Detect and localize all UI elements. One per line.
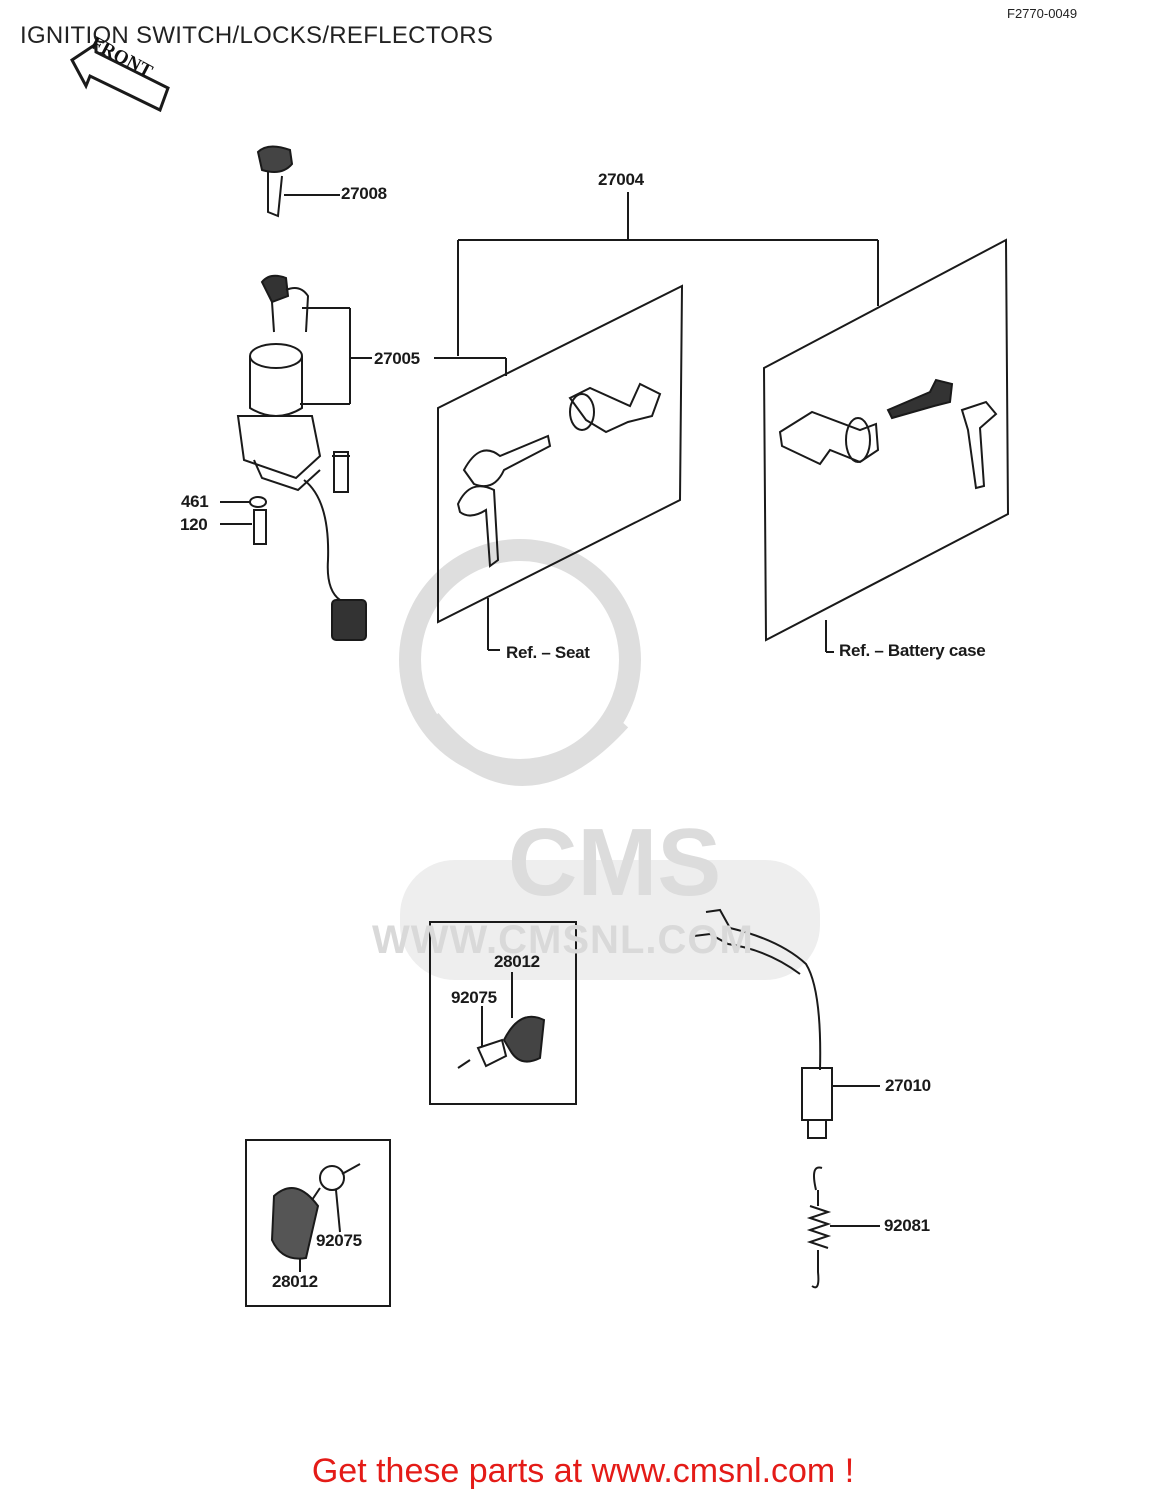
callout-27005[interactable]: 27005 xyxy=(374,349,420,368)
watermark-url: WWW.CMSNL.COM xyxy=(372,918,754,962)
ref-seat: Ref. – Seat xyxy=(506,643,590,662)
page-title: IGNITION SWITCH/LOCKS/REFLECTORS xyxy=(20,22,494,49)
callout-120[interactable]: 120 xyxy=(180,515,208,534)
ref-battery-case: Ref. – Battery case xyxy=(839,641,986,660)
callout-92075-b[interactable]: 92075 xyxy=(316,1231,362,1250)
callout-461[interactable]: 461 xyxy=(181,492,209,511)
callout-92081[interactable]: 92081 xyxy=(884,1216,930,1235)
callout-27008[interactable]: 27008 xyxy=(341,184,387,203)
switch-27010-drawing xyxy=(693,908,880,1139)
callout-27010[interactable]: 27010 xyxy=(885,1076,931,1095)
callout-27004[interactable]: 27004 xyxy=(598,170,644,189)
battery-lock-panel xyxy=(762,238,1010,653)
spring-92081-drawing xyxy=(806,1166,880,1289)
fasteners-461-120 xyxy=(220,496,267,545)
reflector-box-b xyxy=(245,1139,391,1307)
callout-28012-a[interactable]: 28012 xyxy=(494,952,540,971)
figure-code: F2770-0049 xyxy=(1007,6,1078,21)
key-27008-drawing xyxy=(256,145,340,218)
front-arrow xyxy=(70,41,170,113)
watermark-mascot xyxy=(399,539,820,980)
watermark-brand: CMS xyxy=(508,809,722,916)
reflector-box-a xyxy=(429,921,577,1105)
footer-link[interactable]: Get these parts at www.cmsnl.com ! xyxy=(311,1452,855,1490)
callout-28012-b[interactable]: 28012 xyxy=(272,1272,318,1291)
seat-lock-panel xyxy=(437,284,684,651)
ignition-switch-drawing xyxy=(236,274,367,641)
bracket-27004 xyxy=(457,192,879,356)
callout-92075-a[interactable]: 92075 xyxy=(451,988,497,1007)
bracket-27005 xyxy=(300,307,507,405)
